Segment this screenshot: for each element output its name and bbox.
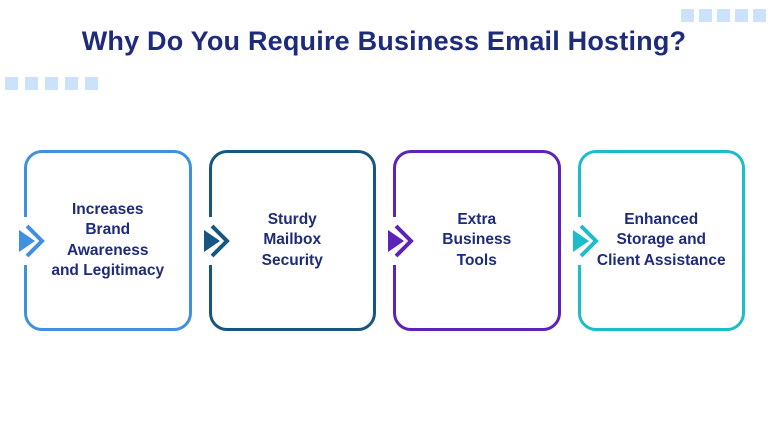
chevron-right-icon <box>383 216 417 265</box>
card-mailbox-security: Sturdy Mailbox Security <box>203 150 376 331</box>
card-brand-awareness: Increases Brand Awareness and Legitimacy <box>19 150 192 331</box>
deco-square-icon <box>65 77 78 90</box>
card-storage-assistance: Enhanced Storage and Client Assistance <box>572 150 745 331</box>
deco-square-icon <box>717 9 730 22</box>
card-label: Extra Business Tools <box>442 210 512 269</box>
deco-square-icon <box>753 9 766 22</box>
card-business-tools: Extra Business Tools <box>388 150 561 331</box>
card-label: Sturdy Mailbox Security <box>261 210 323 269</box>
decor-squares-top-right <box>681 9 766 22</box>
chevron-right-icon <box>14 216 48 265</box>
deco-square-icon <box>735 9 748 22</box>
deco-square-icon <box>45 77 58 90</box>
deco-square-icon <box>681 9 694 22</box>
page-title: Why Do You Require Business Email Hostin… <box>81 26 687 56</box>
cards-row: Increases Brand Awareness and Legitimacy… <box>19 150 745 331</box>
chevron-right-icon <box>199 216 233 265</box>
deco-square-icon <box>85 77 98 90</box>
deco-square-icon <box>699 9 712 22</box>
card-label: Increases Brand Awareness and Legitimacy <box>51 200 165 279</box>
chevron-right-icon <box>568 216 602 265</box>
deco-square-icon <box>5 77 18 90</box>
card-label: Enhanced Storage and Client Assistance <box>596 210 726 269</box>
deco-square-icon <box>25 77 38 90</box>
decor-squares-left <box>5 77 98 90</box>
